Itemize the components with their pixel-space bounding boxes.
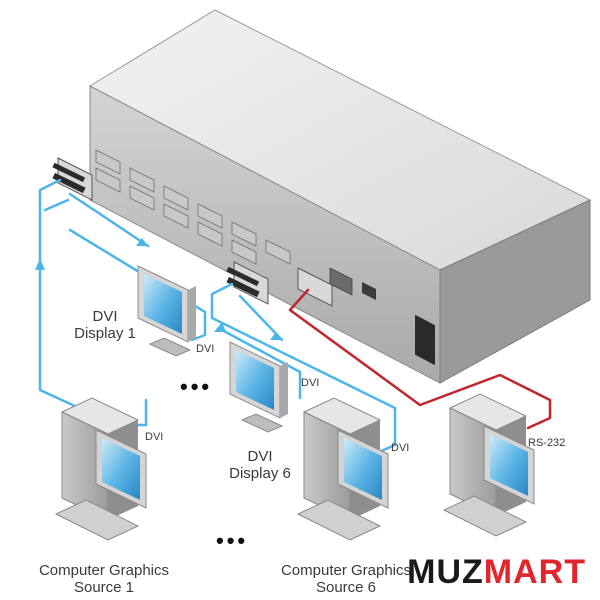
display-6-label: DVI Display 6 xyxy=(220,448,300,482)
source-1-label: Computer Graphics Source 1 xyxy=(20,562,188,596)
computer-source-1 xyxy=(54,397,147,541)
display-6-label-line2: Display 6 xyxy=(229,465,291,482)
watermark-part1: MUZ xyxy=(407,553,484,591)
ellipsis-displays: ••• xyxy=(180,374,213,399)
display-1-label-line1: DVI xyxy=(92,308,118,325)
cable-label-source6: DVI xyxy=(391,442,410,454)
cable-label-rs232: RS-232 xyxy=(528,437,566,449)
cable-label-display1: DVI xyxy=(196,343,215,355)
cable-label-display6: DVI xyxy=(301,377,320,389)
source-6-label-line1: Computer Graphics xyxy=(280,562,412,579)
cable-switcher-to-display6 xyxy=(220,294,302,400)
source-1-label-line1: Computer Graphics xyxy=(38,562,170,579)
display-6-label-line1: DVI xyxy=(247,448,273,465)
rs232-port xyxy=(329,267,353,296)
ellipsis-sources: ••• xyxy=(216,528,249,553)
dvi-connector-bank xyxy=(95,149,291,265)
display-1-label-line2: Display 1 xyxy=(74,325,136,342)
power-inlet xyxy=(415,314,435,366)
cable-switcher-to-display1 xyxy=(43,192,150,248)
watermark-logo: MUZMART xyxy=(407,553,586,592)
cable-source6-to-switcher xyxy=(210,282,397,457)
rs232-plug xyxy=(297,267,333,307)
cable-arrows xyxy=(35,238,282,340)
display-6-monitor xyxy=(229,341,288,433)
cable-rs232 xyxy=(288,288,552,430)
display-1-label: DVI Display 1 xyxy=(70,308,140,342)
source-6-label: Computer Graphics Source 6 xyxy=(262,562,430,596)
source-6-label-line2: Source 6 xyxy=(315,579,377,596)
matrix-switcher xyxy=(88,9,592,384)
dvi-plug-left xyxy=(52,157,93,201)
computer-controller xyxy=(442,393,535,537)
dvi-plug-right xyxy=(226,261,269,305)
source-1-label-line2: Source 1 xyxy=(73,579,135,596)
watermark-part2: MART xyxy=(483,553,586,591)
display-1-monitor xyxy=(137,265,196,357)
cable-label-source1: DVI xyxy=(145,431,164,443)
computer-source-6 xyxy=(296,397,389,541)
ethernet-port xyxy=(362,282,376,300)
